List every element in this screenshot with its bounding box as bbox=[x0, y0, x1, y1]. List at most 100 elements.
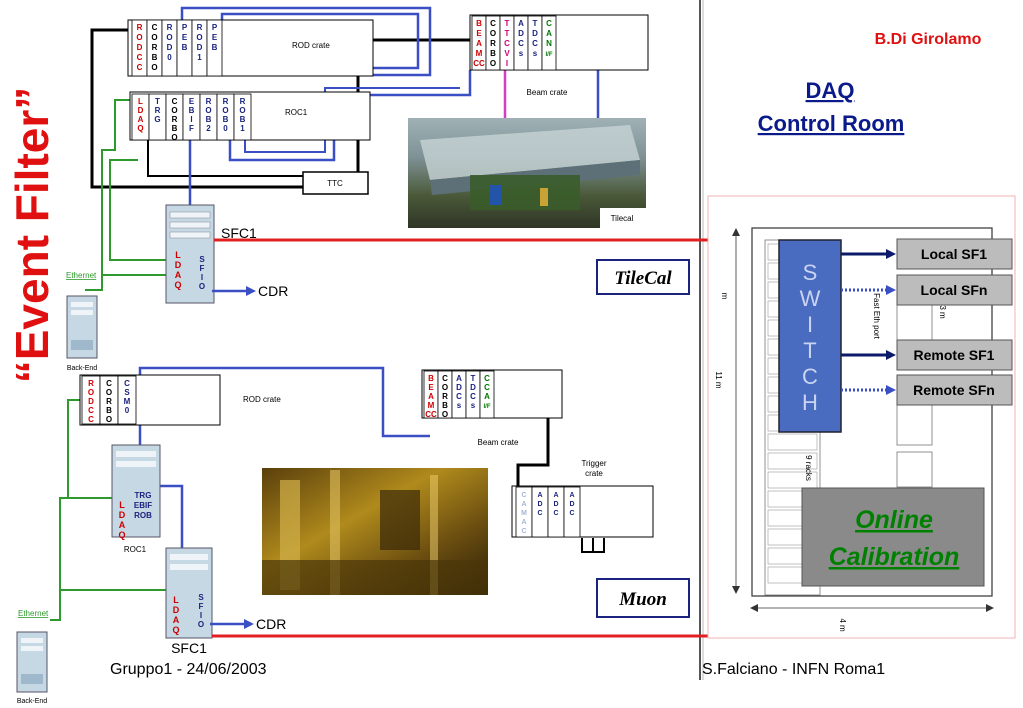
farm-local-sfn: Local SFn bbox=[896, 274, 1013, 306]
tilecal-rod-card-0-letter-1: O bbox=[136, 33, 142, 42]
tilecal-rod-card-3-letter-0: P bbox=[182, 23, 188, 32]
tilecal-backend-label: Back-End bbox=[67, 365, 97, 372]
muon-beam-card-1-letter-3: B bbox=[442, 401, 448, 410]
muon-beam-card-3-letter-3: s bbox=[471, 401, 476, 410]
tilecal-roc1-card-3-letter-0: E bbox=[189, 97, 195, 106]
tilecal-beam-card-3-letter-0: A bbox=[518, 19, 524, 28]
muon-trigger-card-1-letter-0: A bbox=[537, 492, 542, 499]
tilecal-beam-card-4-letter-2: C bbox=[532, 39, 538, 48]
tilecal-rod-card-1-letter-4: O bbox=[151, 63, 157, 72]
tilecal-rod-crate-label: ROD crate bbox=[292, 41, 330, 50]
trigger-crate-label-1: Trigger bbox=[581, 459, 606, 468]
tilecal-roc1-card-0-letter-3: Q bbox=[137, 124, 143, 133]
muon-beam-card-2-letter-3: s bbox=[457, 401, 462, 410]
tilecal-ethernet-label: Ethernet bbox=[66, 271, 97, 280]
muon-beam-card-3-letter-1: D bbox=[470, 383, 476, 392]
tilecal-beam-card-1-letter-1: O bbox=[490, 29, 496, 38]
muon-sfc-sfio-3: O bbox=[198, 620, 204, 629]
dimension-m: m bbox=[720, 293, 729, 300]
muon-sfc-ldaq-0: L bbox=[173, 595, 179, 605]
muon-beam-card-4-letter-1: C bbox=[484, 383, 490, 392]
tilecal-beam-card-4-letter-3: s bbox=[533, 49, 538, 58]
muon-sfc-ldaq-3: Q bbox=[172, 625, 179, 635]
tilecal-roc1-card-1-letter-0: T bbox=[155, 97, 160, 106]
tilecal-roc1-card-1-letter-1: R bbox=[155, 106, 161, 115]
muon-trigger-card-2-letter-2: C bbox=[553, 510, 558, 517]
muon-trigger-card-2-letter-1: D bbox=[553, 501, 558, 508]
tilecal-rod-card-4-letter-3: 1 bbox=[197, 53, 202, 62]
muon-beam-crate-label: Beam crate bbox=[478, 438, 519, 447]
muon-rod-card-1-letter-2: R bbox=[106, 397, 112, 406]
muon-rod-card-0-letter-3: C bbox=[88, 406, 94, 415]
tilecal-rod-card-1-letter-2: R bbox=[152, 43, 158, 52]
tilecal-beam-card-0-letter-1: E bbox=[476, 29, 482, 38]
tilecal-beam-card-5 bbox=[541, 15, 557, 71]
muon-trigger-card-2-letter-0: A bbox=[553, 492, 558, 499]
daq-title-line1: DAQ bbox=[806, 78, 855, 103]
tilecal-beam-card-2-letter-1: T bbox=[505, 29, 510, 38]
switch-letter-2: I bbox=[807, 312, 813, 337]
muon-roc-trg-2: ROB bbox=[134, 511, 152, 520]
muon-roc-ldaq-0: L bbox=[119, 500, 125, 510]
muon-rod-card-0-letter-0: R bbox=[88, 379, 94, 388]
tilecal-beam-card-2-letter-0: T bbox=[505, 19, 510, 28]
online-calibration-line1: Online bbox=[855, 506, 933, 534]
switch-letter-0: S bbox=[803, 260, 818, 285]
muon-roc-trg-0: TRG bbox=[135, 491, 152, 500]
tilecal-rod-card-1-letter-0: C bbox=[152, 23, 158, 32]
tilecal-rod-card-1-letter-1: O bbox=[151, 33, 157, 42]
muon-sfc-sfio-0: S bbox=[198, 593, 204, 602]
muon-ethernet-label: Ethernet bbox=[18, 609, 49, 618]
muon-sfc-sfio-1: F bbox=[199, 602, 204, 611]
tilecal-roc1-card-3-letter-3: F bbox=[189, 124, 194, 133]
tilecal-roc1-card-1-letter-2: G bbox=[154, 115, 160, 124]
muon-rod-card-2-letter-0: C bbox=[124, 379, 130, 388]
switch-letter-4: C bbox=[802, 364, 818, 389]
tilecal-rod-card-3-letter-1: E bbox=[182, 33, 188, 42]
tilecal-section-label: TileCal bbox=[614, 268, 672, 289]
muon-beam-card-0-letter-3: M bbox=[428, 401, 435, 410]
muon-section-label: Muon bbox=[618, 589, 667, 610]
tilecal-rod-card-5-letter-0: P bbox=[212, 23, 218, 32]
tilecal-rod-card-5-letter-1: E bbox=[212, 33, 218, 42]
tilecal-sfc-ldaq-2: A bbox=[175, 270, 182, 280]
tilecal-roc1-card-6-letter-0: R bbox=[240, 97, 246, 106]
muon-roc-ldaq-1: D bbox=[119, 510, 126, 520]
tilecal-roc1-card-4-letter-3: 2 bbox=[206, 124, 211, 133]
farm-local-sf1: Local SF1 bbox=[896, 238, 1013, 270]
tilecal-cables bbox=[85, 6, 600, 291]
online-calibration-line2: Calibration bbox=[829, 543, 960, 571]
tilecal-beam-card-0-letter-0: B bbox=[476, 19, 482, 28]
tilecal-rod-card-1-letter-3: B bbox=[152, 53, 158, 62]
farm-remote-sfn-label: Remote SFn bbox=[913, 382, 995, 398]
muon-beam-card-0-letter-2: A bbox=[428, 392, 434, 401]
tilecal-roc1-card-6-letter-3: 1 bbox=[240, 124, 245, 133]
footer-left: Gruppo1 - 24/06/2003 bbox=[110, 661, 267, 678]
muon-rod-card-1-letter-4: O bbox=[106, 415, 112, 424]
muon-trigger-card-0-letter-1: A bbox=[521, 501, 526, 508]
tilecal-beam-card-3-letter-3: s bbox=[519, 49, 524, 58]
muon-rod-card-2-letter-1: S bbox=[124, 388, 130, 397]
tilecal-beam-card-5-letter-2: N bbox=[546, 39, 552, 48]
farm-local-sf1-label: Local SF1 bbox=[921, 246, 987, 262]
tilecal-rod-card-5 bbox=[206, 19, 223, 77]
tilecal-beam-card-4-letter-1: D bbox=[532, 29, 538, 38]
tilecal-beam-card-4-letter-0: T bbox=[533, 19, 538, 28]
tilecal-roc1-card-2-letter-0: C bbox=[172, 97, 178, 106]
rack-slot bbox=[767, 471, 818, 489]
tilecal-rod-card-0-letter-4: C bbox=[137, 63, 143, 72]
tilecal-roc1-card-2-letter-2: R bbox=[172, 115, 178, 124]
rack-slot bbox=[767, 452, 818, 470]
muon-backend-pc bbox=[16, 631, 48, 693]
tilecal-beam-crate-label: Beam crate bbox=[527, 88, 568, 97]
muon-beam-card-4-letter-3: I/F bbox=[484, 404, 491, 410]
tilecal-rod-card-0-letter-3: C bbox=[137, 53, 143, 62]
